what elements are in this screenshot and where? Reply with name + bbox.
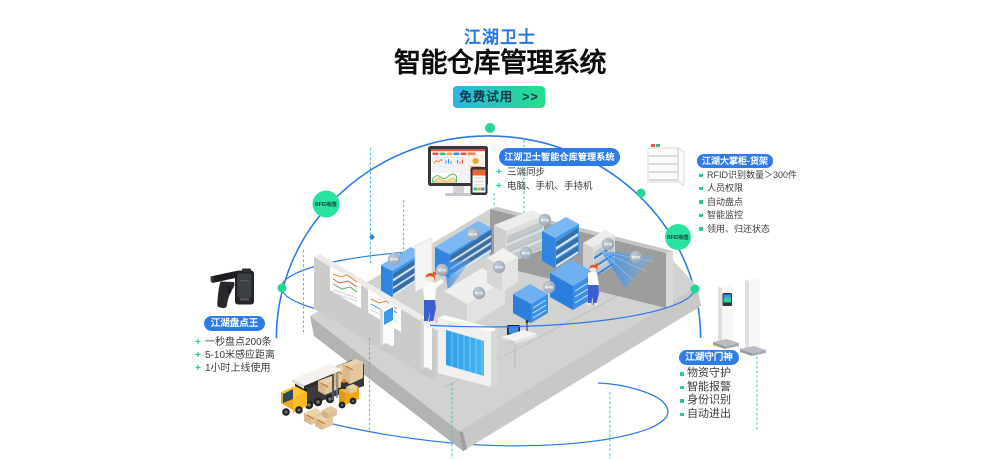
svg-text:RFID: RFID — [545, 285, 554, 289]
svg-text:RFID: RFID — [541, 218, 550, 222]
svg-text:RFID标签: RFID标签 — [667, 234, 690, 241]
svg-text:RFID: RFID — [522, 251, 531, 255]
svg-text:RFID: RFID — [495, 265, 504, 269]
svg-text:RFID: RFID — [604, 242, 613, 246]
svg-text:RFID: RFID — [390, 257, 399, 261]
svg-text:RFID标签: RFID标签 — [315, 201, 338, 208]
svg-text:RFID: RFID — [469, 232, 478, 236]
svg-text:RFID: RFID — [632, 255, 641, 259]
svg-text:RFID: RFID — [438, 268, 447, 272]
svg-text:RFID: RFID — [475, 291, 484, 295]
